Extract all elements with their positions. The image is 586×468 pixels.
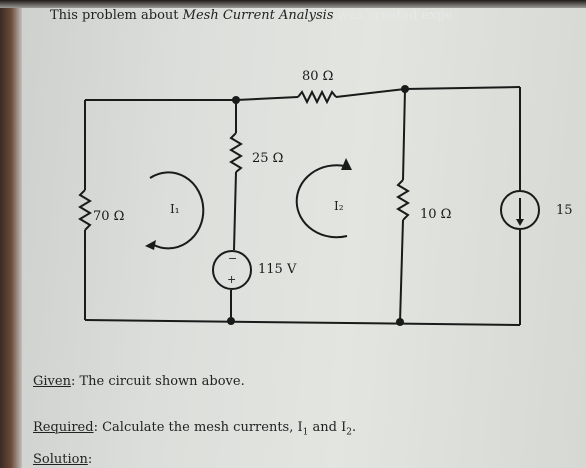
label-r-middle: 25 Ω bbox=[252, 151, 283, 166]
monitor-bezel-left bbox=[0, 0, 22, 468]
label-mesh1: I₁ bbox=[170, 202, 180, 216]
resistor-25-zigzag bbox=[229, 132, 243, 173]
label-r-left: 70 Ω bbox=[93, 209, 124, 224]
required-label: Required bbox=[33, 420, 94, 435]
given-label: Given bbox=[33, 374, 71, 389]
mesh1-arc bbox=[149, 171, 205, 250]
header-topic: Mesh Current Analysis bbox=[182, 8, 334, 23]
resistor-10-zigzag bbox=[396, 179, 410, 221]
node-bottom-mid bbox=[227, 317, 235, 325]
label-voltage-source: 115 V bbox=[258, 262, 297, 277]
solution-line: Solution: bbox=[33, 452, 93, 467]
given-line: Given: The circuit shown above. bbox=[33, 374, 245, 389]
label-r-right: 10 Ω bbox=[420, 207, 451, 222]
resistor-70-zigzag bbox=[78, 189, 92, 231]
solution-label: Solution bbox=[33, 452, 88, 467]
label-vs-minus: − bbox=[228, 252, 237, 265]
required-line: Required: Calculate the mesh currents, I… bbox=[33, 420, 357, 438]
wire-10-bottom bbox=[399, 219, 404, 323]
wire-bottom bbox=[84, 319, 521, 326]
node-bottom-right bbox=[396, 318, 404, 326]
wire-mid-lower bbox=[233, 171, 237, 251]
monitor-bezel-top bbox=[0, 0, 586, 8]
problem-header: This problem about Mesh Current Analysis… bbox=[50, 8, 453, 23]
voltage-source-circle bbox=[212, 250, 252, 290]
wire-top-mid bbox=[235, 96, 299, 101]
current-source-arrowhead bbox=[516, 219, 524, 226]
mesh1-arrowhead bbox=[145, 240, 156, 250]
current-source-circle bbox=[500, 190, 540, 230]
label-vs-plus: + bbox=[227, 273, 236, 286]
label-current-source: 15 bbox=[556, 203, 573, 218]
mesh2-arrowhead bbox=[341, 158, 352, 170]
wire-top-right bbox=[335, 86, 521, 98]
resistor-80-zigzag bbox=[297, 89, 337, 105]
wire-10-top bbox=[402, 88, 406, 181]
mesh2-arc bbox=[295, 164, 348, 239]
node-top-right bbox=[401, 85, 409, 93]
node-top-mid bbox=[232, 96, 240, 104]
label-mesh2: I₂ bbox=[334, 199, 344, 213]
label-r-top: 80 Ω bbox=[302, 69, 333, 84]
